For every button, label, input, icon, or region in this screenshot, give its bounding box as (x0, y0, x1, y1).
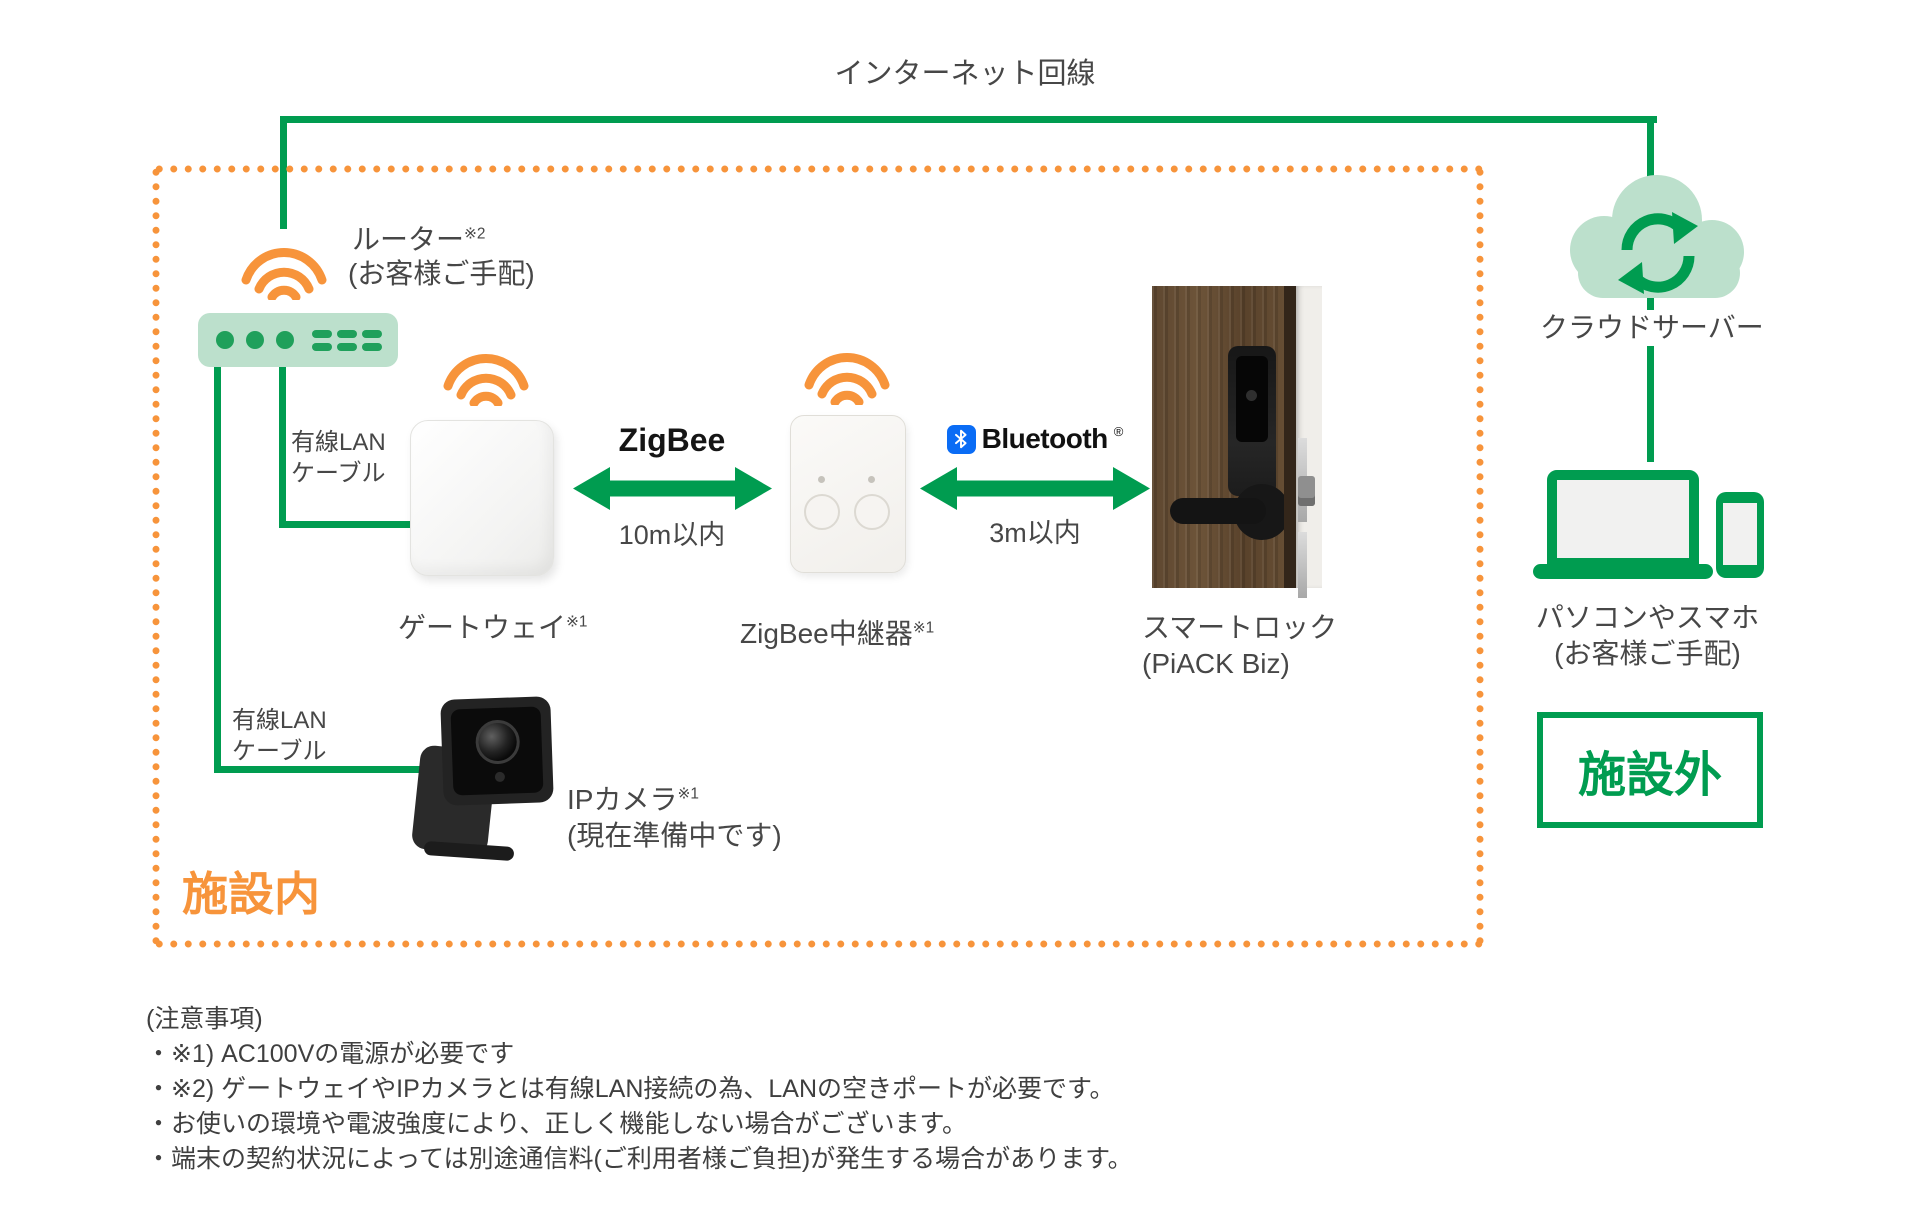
repeater-label: ZigBee中継器※1 (740, 618, 935, 649)
note-item: ・端末の契約状況によっては別途通信料(ご利用者様ご負担)が発生する場合があります… (146, 1145, 1133, 1173)
facility-border-right (1476, 165, 1484, 948)
bluetooth-double-arrow (920, 467, 1150, 510)
wifi-icon (804, 352, 890, 405)
note-item: ・※1) AC100Vの電源が必要です (146, 1040, 515, 1068)
smart-lock-photo (1152, 286, 1322, 598)
lan-line-gateway-v (279, 365, 286, 528)
bluetooth-distance-label: 3m以内 (989, 518, 1081, 548)
bluetooth-brand: Bluetooth ® (920, 423, 1150, 455)
inside-zone-label: 施設内 (182, 868, 320, 920)
notes-title: (注意事項) (146, 1005, 263, 1033)
wifi-icon (241, 247, 327, 300)
cloud-server-label: クラウドサーバー (1535, 310, 1769, 346)
zigbee-double-arrow (573, 467, 772, 510)
internet-line (280, 116, 1657, 123)
smartphone-icon (1716, 492, 1764, 578)
router-label: ルーター※2 (352, 224, 486, 255)
lan-cable-label-camera: 有線LAN ケーブル (232, 707, 327, 765)
lan-cable-label-gateway: 有線LAN ケーブル (291, 429, 386, 487)
internet-line-label: インターネット回線 (834, 58, 1096, 90)
cloud-to-client-line (1647, 296, 1654, 462)
wifi-icon (443, 353, 529, 406)
internet-line-to-cloud (1647, 116, 1654, 206)
zigbee-repeater-device (790, 415, 906, 573)
note-item: ・※2) ゲートウェイやIPカメラとは有線LAN接続の為、LANの空きポートが必… (146, 1075, 1115, 1103)
cloud-server-icon (1570, 175, 1744, 298)
bluetooth-registered-mark: ® (1113, 424, 1124, 439)
outside-zone-label: 施設外 (1577, 749, 1722, 802)
notes-block: (注意事項) ・※1) AC100Vの電源が必要です ・※2) ゲートウェイやI… (146, 1002, 1133, 1177)
zigbee-protocol-label: ZigBee (618, 422, 726, 458)
facility-border-left (152, 165, 160, 948)
router-provision-label: (お客様ご手配) (348, 258, 535, 289)
lan-line-gateway-h (279, 521, 419, 528)
sync-icon (1618, 212, 1698, 294)
gateway-device (410, 420, 554, 576)
facility-border-bottom (152, 940, 1484, 948)
smart-lock-label: スマートロック (PiACK Biz) (1142, 612, 1338, 679)
lan-line-camera-v (214, 365, 221, 773)
ip-camera-photo (410, 696, 556, 864)
router-device (198, 313, 398, 367)
gateway-label: ゲートウェイ※1 (398, 612, 588, 643)
laptop-icon (1547, 470, 1699, 568)
lan-line-camera-h (214, 766, 424, 773)
client-devices-label: パソコンやスマホ (お客様ご手配) (1535, 602, 1760, 669)
zigbee-distance-label: 10m以内 (618, 520, 726, 550)
bluetooth-wordmark: Bluetooth (981, 423, 1109, 454)
bluetooth-icon (946, 424, 976, 454)
note-item: ・お使いの環境や電波強度により、正しく機能しない場合がございます。 (146, 1110, 968, 1138)
facility-border-top (152, 165, 1484, 173)
ip-camera-label: IPカメラ※1 (現在準備中です) (567, 784, 782, 851)
router-led-dots (216, 331, 294, 349)
router-port-bars (312, 329, 382, 351)
outside-zone-box: 施設外 (1537, 712, 1763, 828)
